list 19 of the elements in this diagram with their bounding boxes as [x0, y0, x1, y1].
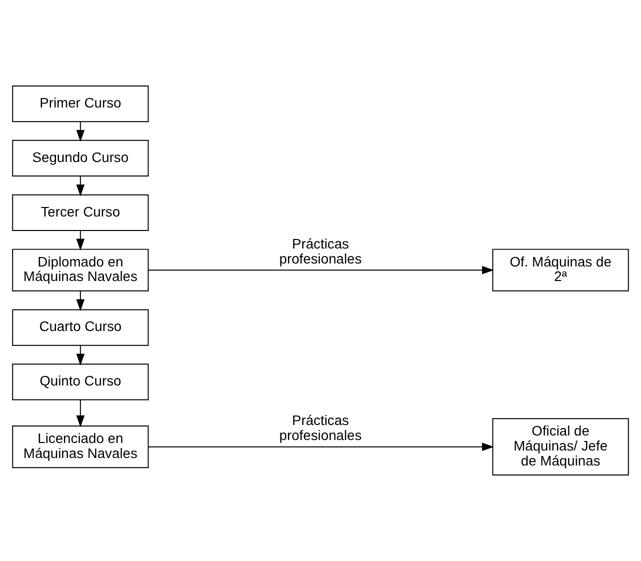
arrow	[76, 344, 85, 366]
node-box: Segundo Curso	[12, 140, 149, 177]
edge-label: Prácticas profesionales	[279, 412, 362, 444]
node-box: Tercer Curso	[12, 194, 149, 231]
arrow	[76, 290, 85, 312]
arrow	[76, 176, 85, 196]
node-box: Primer Curso	[12, 85, 149, 122]
arrow	[76, 121, 85, 142]
node-box: Of. Máquinas de 2ª	[492, 248, 629, 292]
node-box: Oficial de Máquinas/ Jefe de Máquinas	[492, 418, 629, 476]
node-box: Quinto Curso	[12, 364, 149, 400]
node-box: Diplomado en Máquinas Navales	[12, 248, 149, 292]
arrow	[76, 230, 85, 251]
arrow	[148, 442, 494, 451]
node-box: Licenciado en Máquinas Navales	[12, 426, 149, 468]
edge-label: Prácticas profesionales	[279, 236, 362, 266]
arrow	[76, 399, 85, 428]
node-box: Cuarto Curso	[12, 309, 149, 346]
arrow	[148, 266, 494, 274]
